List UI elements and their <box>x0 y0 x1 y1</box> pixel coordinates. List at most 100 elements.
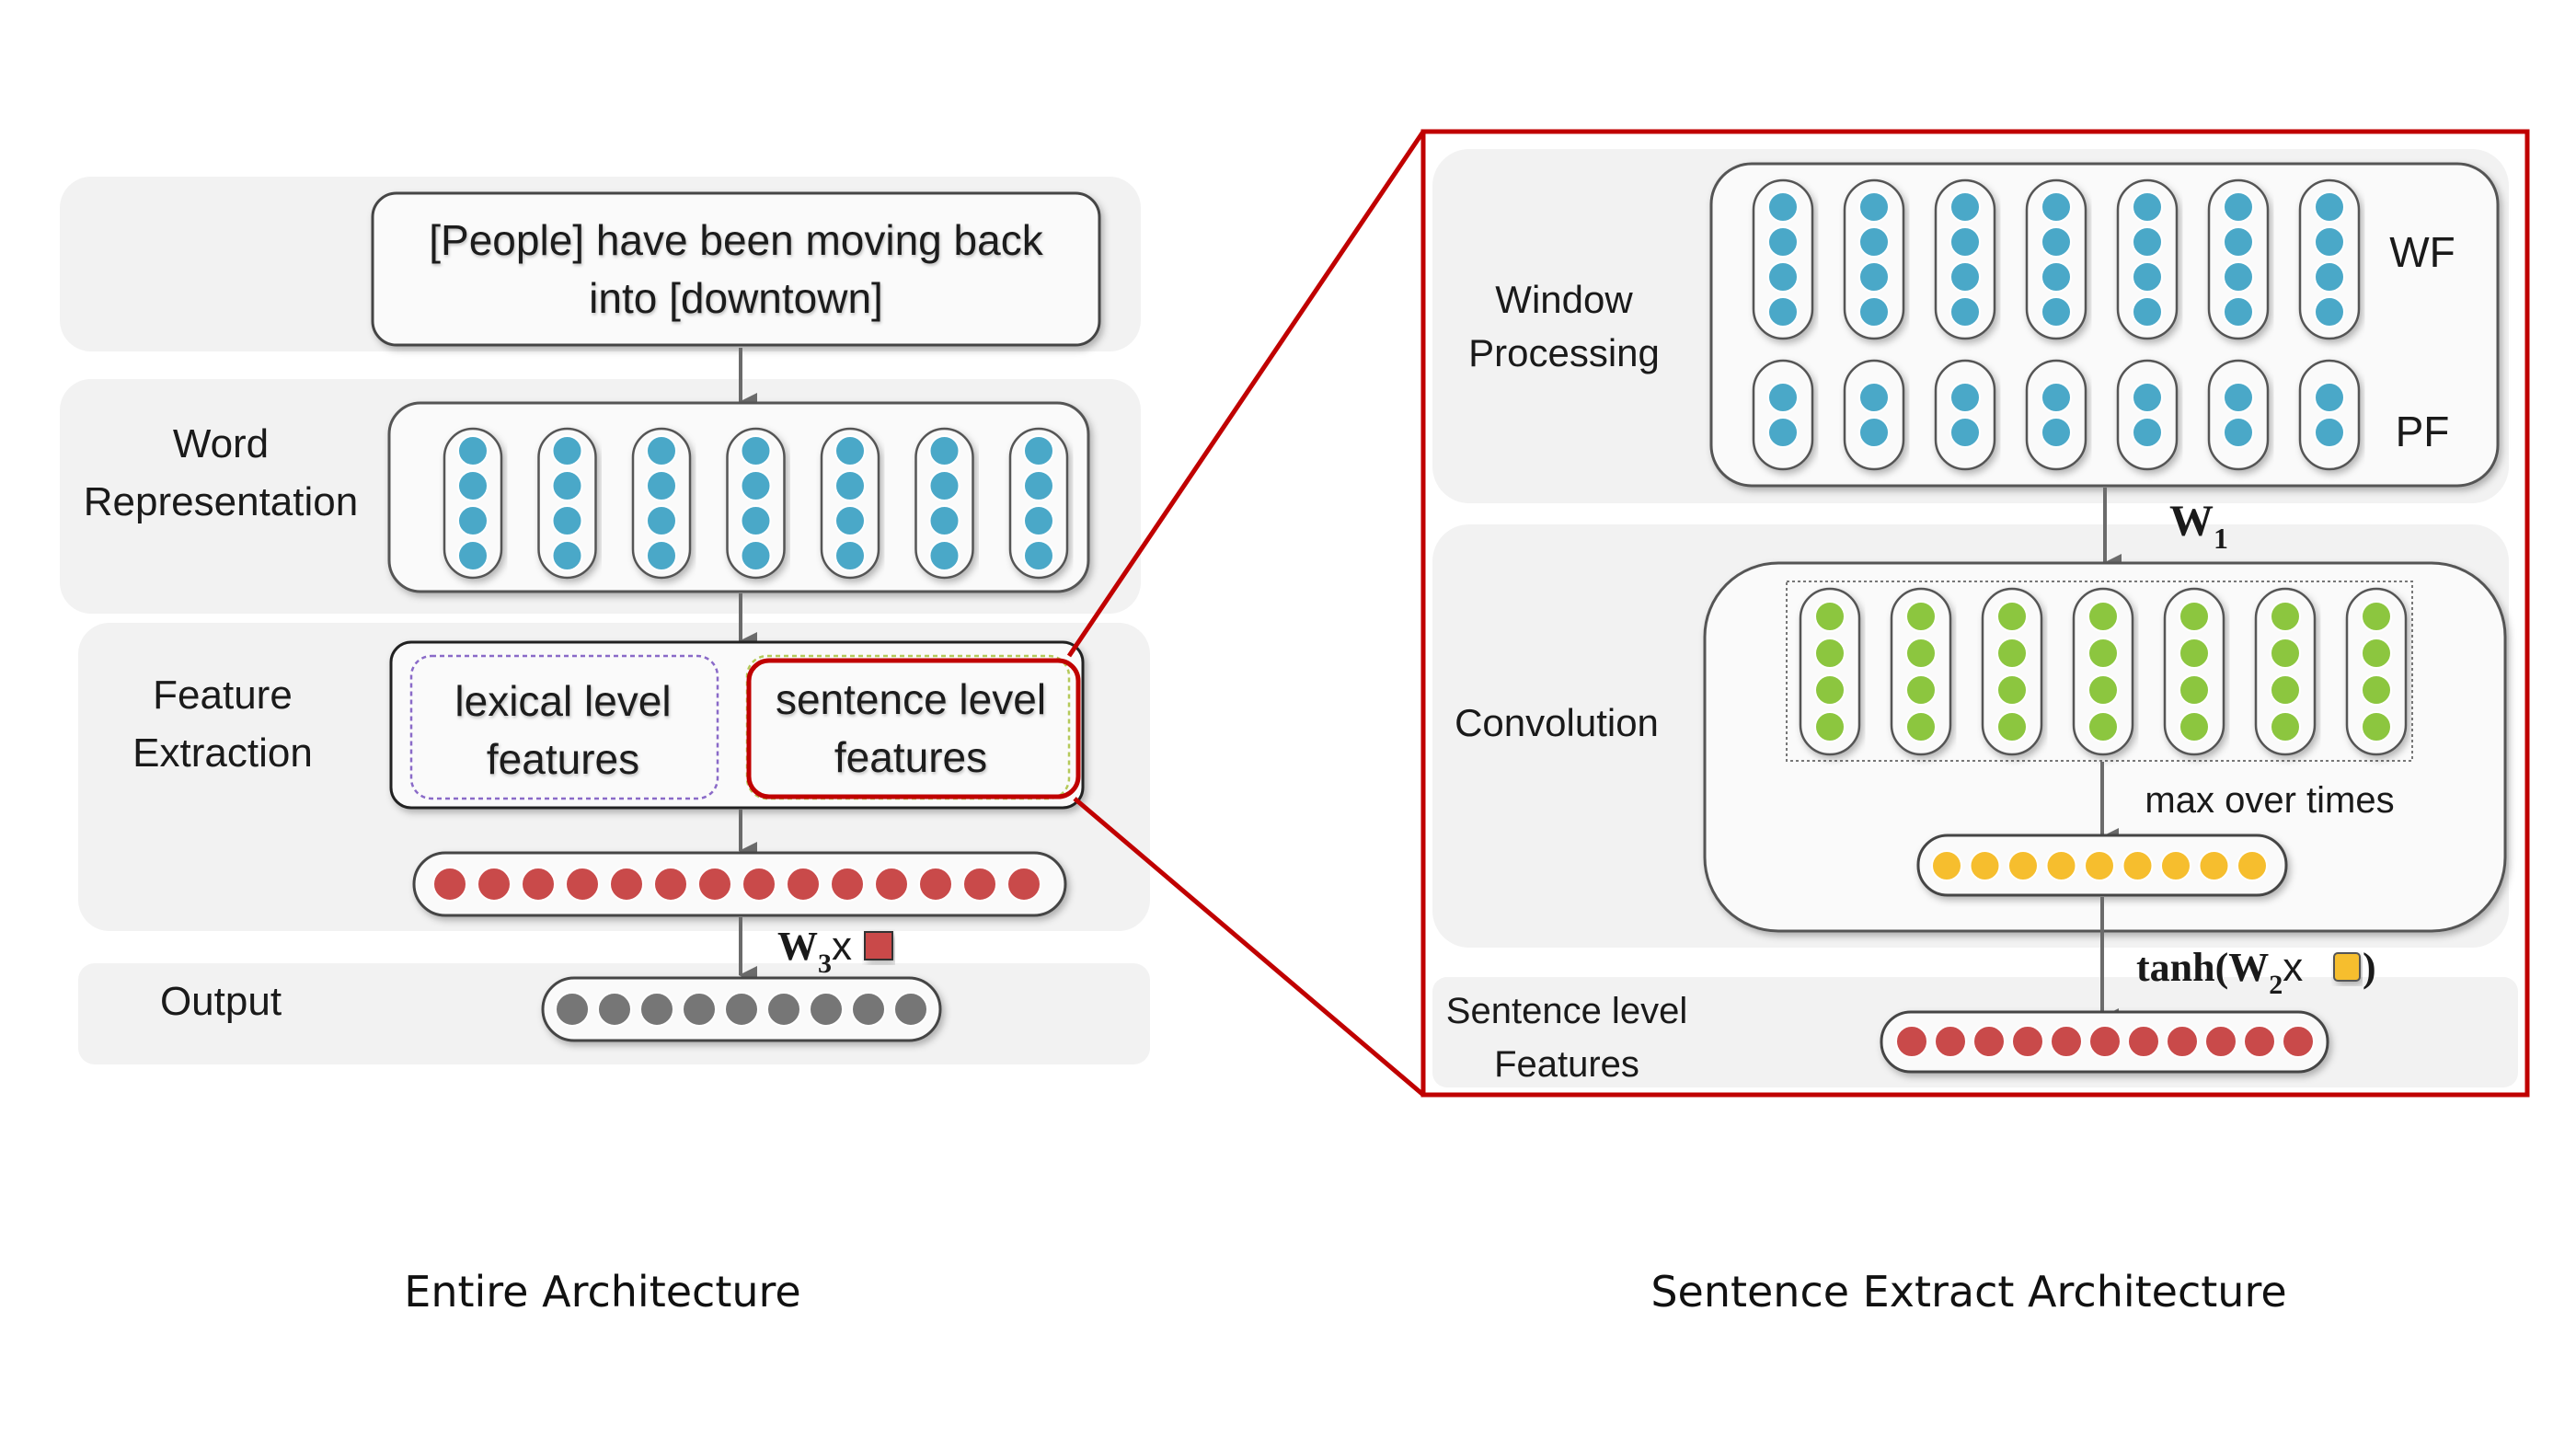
output-dot <box>597 992 632 1027</box>
conv-column-dot <box>2179 601 2210 632</box>
conv-column-dot <box>1996 601 2028 632</box>
output-dot <box>893 992 928 1027</box>
feature-extraction-label-1: Feature <box>153 673 293 718</box>
word-vector-column-dot <box>740 505 772 536</box>
word-vector-column-dot <box>928 470 960 501</box>
pf-column-dot <box>2041 382 2072 413</box>
feature-extraction-box <box>389 640 1085 810</box>
wf-column-dot <box>1949 296 1981 328</box>
left-panel: [People] have been moving back into [dow… <box>60 177 1150 1064</box>
word-vector-column-dot <box>551 540 583 571</box>
conv-column-dot <box>1814 711 1846 742</box>
conv-column-dot <box>2087 711 2119 742</box>
conv-column-dot <box>2270 674 2301 706</box>
wf-column-capsule <box>1934 178 1996 340</box>
pf-column-dot <box>2132 417 2163 448</box>
pf-column-dot <box>1858 417 1890 448</box>
sentence-features-highlight <box>746 658 1081 799</box>
wf-column-dot <box>1767 191 1799 223</box>
wf-label: WF <box>2389 228 2455 276</box>
conv-column-dot <box>2361 711 2392 742</box>
word-vector-column-dot <box>740 470 772 501</box>
output-dot <box>724 992 759 1027</box>
wf-column-dot <box>2223 191 2254 223</box>
wf-column-dot <box>1949 226 1981 258</box>
wf-column-capsule <box>2025 178 2087 340</box>
word-vector-column <box>631 427 692 580</box>
conv-column-dot <box>2087 638 2119 669</box>
word-vector-column-dot <box>551 505 583 536</box>
word-vector-column <box>443 427 503 580</box>
sentence-features-line-1: sentence level <box>776 675 1046 723</box>
conv-column-dot <box>1905 638 1937 669</box>
conv-column-dot <box>2179 711 2210 742</box>
conv-column-dot <box>2361 638 2392 669</box>
max-pool-dot <box>2237 850 2268 881</box>
sentence-feature-dot <box>2166 1025 2199 1058</box>
word-vector-column-dot <box>928 540 960 571</box>
wf-column-dot <box>2314 191 2345 223</box>
feature-dot <box>830 867 865 902</box>
conv-column <box>1981 587 2043 756</box>
sentence-feature-dot <box>2282 1025 2315 1058</box>
conv-column-dot <box>1814 638 1846 669</box>
wf-column-dot <box>2132 226 2163 258</box>
wf-column-dot <box>2132 296 2163 328</box>
window-processing-label-2: Processing <box>1468 331 1660 374</box>
wf-column-dot <box>1858 191 1890 223</box>
word-vector-column-dot <box>457 505 489 536</box>
sentence-feature-dot <box>1895 1025 1928 1058</box>
conv-column-dot <box>1996 711 2028 742</box>
conv-column <box>2254 587 2317 756</box>
word-vector-column-dot <box>457 540 489 571</box>
word-vectors <box>443 427 1069 580</box>
conv-column-dot <box>2179 638 2210 669</box>
wf-column-capsule <box>2116 178 2179 340</box>
conv-column-dot <box>2087 601 2119 632</box>
word-vector-column-dot <box>646 470 677 501</box>
sentence-feature-dot <box>2243 1025 2276 1058</box>
wf-column-dot <box>1858 261 1890 293</box>
tanh-label: tanh(W2x <box>2136 945 2303 1000</box>
sentence-feature-dot <box>2088 1025 2122 1058</box>
convolution-label: Convolution <box>1455 701 1659 744</box>
max-pool-vector-dots <box>1931 850 2268 881</box>
output-dot <box>639 992 674 1027</box>
wf-column-dot <box>1949 191 1981 223</box>
tanh-yellow-square-icon <box>2333 952 2361 982</box>
word-vector-column-dot <box>928 505 960 536</box>
wf-column-capsule <box>2298 178 2361 340</box>
word-vector-column-dot <box>1023 540 1054 571</box>
conv-column-dot <box>2361 601 2392 632</box>
sentence-feature-dot <box>2011 1025 2044 1058</box>
pf-column-dot <box>2223 417 2254 448</box>
word-vector-column-capsule <box>820 427 880 580</box>
word-vector-column-dot <box>928 435 960 466</box>
lexical-features-box <box>409 654 719 800</box>
conv-column-dot <box>2270 711 2301 742</box>
word-vector-column-dot <box>1023 505 1054 536</box>
pf-column-dot <box>2132 382 2163 413</box>
wf-column-dot <box>2223 226 2254 258</box>
wf-column-dot <box>1767 296 1799 328</box>
pf-column-dot <box>2223 382 2254 413</box>
wf-column-capsule <box>1752 178 1814 340</box>
zoom-line-bottom <box>1073 797 1425 1097</box>
wf-column <box>2025 178 2087 340</box>
conv-column-dot <box>1905 674 1937 706</box>
conv-column-capsule <box>1799 587 1861 756</box>
pf-column <box>2298 359 2361 471</box>
lexical-features-line-2: features <box>487 735 639 783</box>
wf-column-dot <box>1858 226 1890 258</box>
pf-column-dot <box>2314 417 2345 448</box>
pf-column <box>2116 359 2179 471</box>
feature-dot <box>874 867 909 902</box>
wf-column-dot <box>2041 191 2072 223</box>
pf-columns <box>1752 359 2361 471</box>
conv-column-dot <box>1814 674 1846 706</box>
w3-red-square-icon <box>864 931 893 960</box>
sentence-feature-dot <box>2127 1025 2160 1058</box>
pf-column-capsule <box>2207 359 2270 471</box>
feature-dot <box>742 867 776 902</box>
word-representation-label-1: Word <box>173 421 269 466</box>
